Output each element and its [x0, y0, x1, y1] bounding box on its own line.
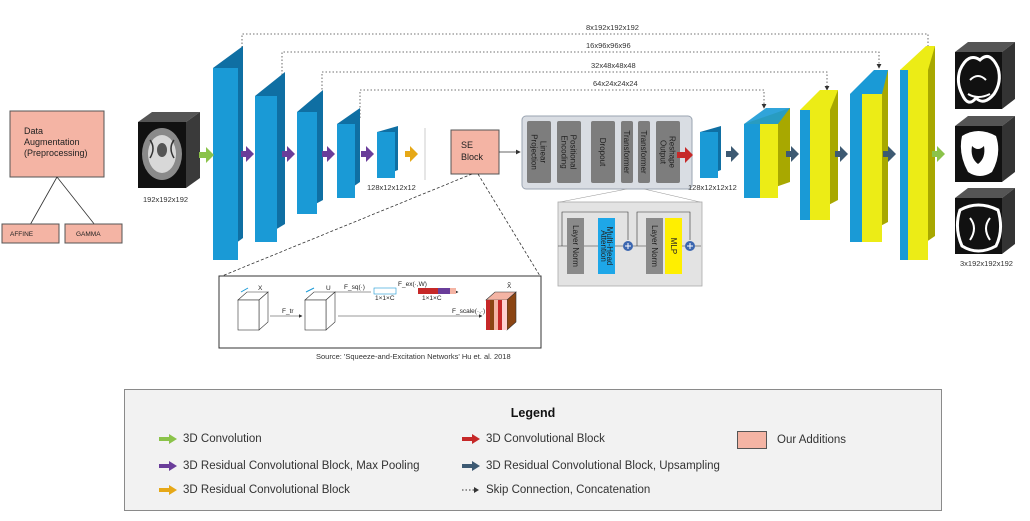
se-u-label: U — [326, 285, 331, 292]
legend-title: Legend — [510, 406, 556, 420]
our-additions-swatch — [737, 431, 767, 449]
legend-label: 3D Residual Convolutional Block, Max Poo… — [183, 460, 420, 472]
legend-our-additions: Our Additions — [737, 431, 846, 449]
se-dims-label-1: 1×1×C — [375, 295, 395, 302]
se-dims-label-2: 1×1×C — [422, 295, 442, 302]
gamma-box — [64, 223, 123, 244]
se-fscale-label: F_scale(·,·) — [452, 308, 485, 315]
se-block-label-2: Block — [461, 152, 484, 162]
legend-residual-upsampling: 3D Residual Convolutional Block, Upsampl… — [462, 460, 720, 472]
transformer-detail: Layer Norm Multi-HeadAttention Layer Norm M… — [557, 201, 703, 287]
reshape-output-box — [656, 121, 680, 183]
detail-label-2: Multi-HeadAttention — [599, 227, 614, 266]
transformer-section: LinearProjection PositionalEncoding Dropou… — [521, 115, 693, 190]
legend-conv-block: 3D Convolutional Block — [462, 433, 605, 445]
affine-box — [1, 223, 60, 244]
input-mri-image — [138, 112, 200, 188]
skip-label-3: 32x48x48x48 — [591, 61, 636, 70]
output-size-label: 3x192x192x192 — [960, 259, 1013, 268]
transformer-label-3: Dropout — [598, 138, 607, 167]
encoder-arrows — [199, 146, 418, 163]
legend-label: Skip Connection, Concatenation — [486, 484, 651, 496]
transformer-label-2: PositionalEncoding — [560, 135, 578, 170]
se-fsq-label: F_sq(·) — [344, 284, 365, 291]
output-segmentations — [955, 42, 1015, 254]
se-ftr-label: F_tr — [282, 308, 294, 315]
legend-label: 3D Residual Convolutional Block — [183, 484, 350, 496]
transformer-label-1: LinearProjection — [530, 134, 548, 170]
legend-label: 3D Convolution — [183, 433, 262, 445]
detail-label-1: Layer Norm — [571, 225, 580, 267]
legend-label: 3D Convolutional Block — [486, 433, 605, 445]
legend-label: 3D Residual Convolutional Block, Upsampl… — [486, 460, 720, 472]
conv-block-arrow — [677, 147, 693, 163]
decoder — [700, 46, 935, 260]
legend-label: Our Additions — [777, 434, 847, 446]
se-fex-label: F_ex(·,W) — [398, 281, 427, 288]
skip-label-1: 8x192x192x192 — [586, 23, 639, 32]
red-arrow-icon — [462, 434, 480, 444]
dropout-box — [591, 121, 615, 183]
se-paper-figure: X U X̃ F_tr F_sq(·) F_ex(·,W) F_scale(·,… — [218, 275, 542, 349]
decoder-size-label: 128x12x12x12 — [688, 183, 737, 192]
positional-encoding-box — [557, 121, 581, 183]
encoder — [213, 46, 398, 260]
se-xtilde-label: X̃ — [507, 282, 512, 290]
se-x-label: X — [258, 285, 263, 292]
transformer-label-5: Transformer — [639, 130, 648, 174]
transformer-label-4: Transformer — [622, 130, 631, 174]
skip-label-2: 16x96x96x96 — [586, 41, 631, 50]
green-arrow-icon — [159, 434, 177, 444]
dotted-arrow-icon — [462, 487, 479, 493]
skip-connections — [241, 33, 931, 118]
affine-label: AFFINE — [10, 231, 34, 238]
legend-residual-block: 3D Residual Convolutional Block — [159, 484, 350, 496]
detail-label-3: Layer Norm — [650, 225, 659, 267]
legend-skip-connection: Skip Connection, Concatenation — [462, 484, 650, 496]
decoder-arrows — [726, 146, 945, 162]
se-block: SE Block — [450, 129, 500, 175]
legend: Legend 3D Convolution 3D Residual Convol… — [124, 389, 942, 511]
detail-label-4: MLP — [669, 238, 678, 254]
bottleneck-label: 128x12x12x12 — [367, 183, 416, 192]
transformer-box-2 — [638, 121, 650, 183]
source-citation: Source: 'Squeeze-and-Excitation Networks… — [316, 352, 511, 361]
skip-label-4: 64x24x24x24 — [593, 79, 638, 88]
se-block-label-1: SE — [461, 140, 473, 150]
linear-projection-box — [527, 121, 551, 183]
gamma-label: GAMMA — [76, 231, 101, 238]
purple-arrow-icon — [159, 461, 177, 471]
transformer-box-1 — [621, 121, 633, 183]
legend-3d-convolution: 3D Convolution — [159, 433, 262, 445]
transformer-label-6: ReshapeOutput — [659, 136, 677, 169]
navy-arrow-icon — [462, 461, 480, 471]
legend-residual-maxpool: 3D Residual Convolutional Block, Max Poo… — [159, 460, 420, 472]
input-size-label: 192x192x192 — [143, 195, 188, 204]
orange-arrow-icon — [159, 485, 177, 495]
